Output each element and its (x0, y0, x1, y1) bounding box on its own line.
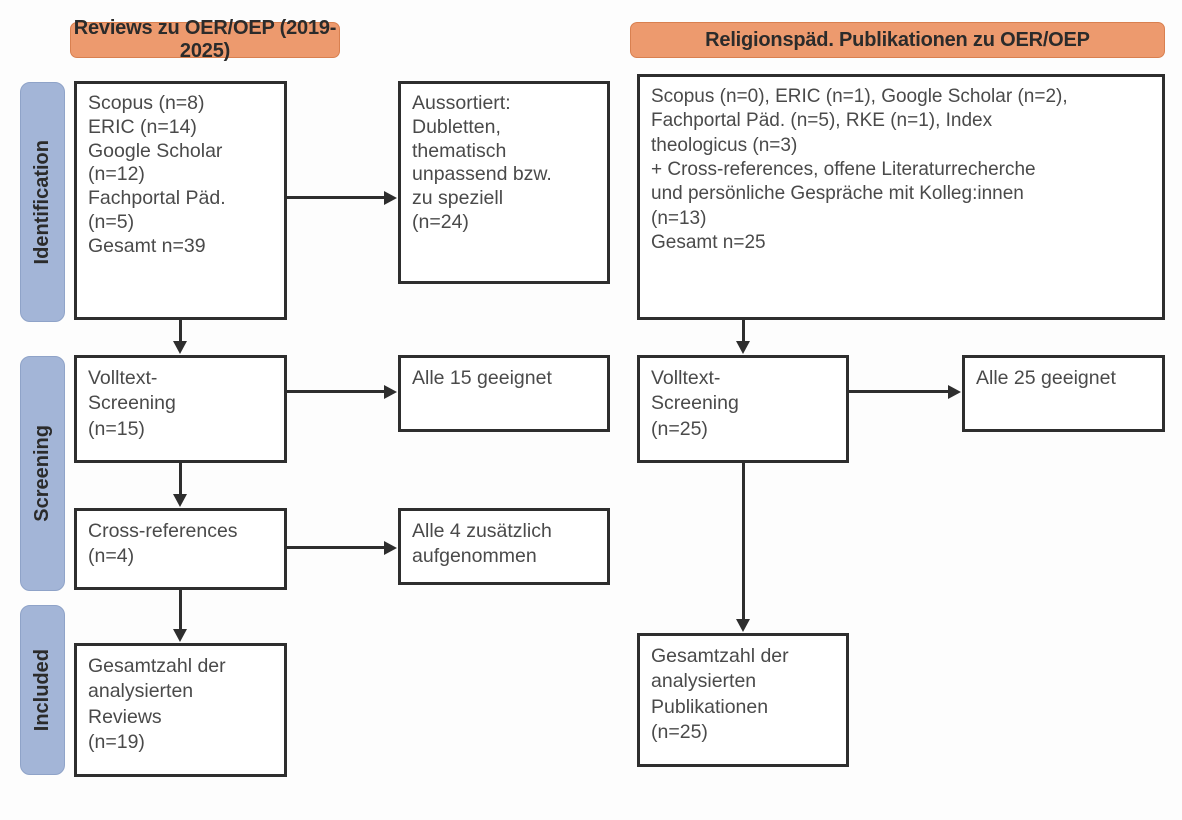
connector-left-screening-to-crossrefs (179, 463, 182, 495)
arrowhead-right-screening-to-eligible (948, 384, 961, 399)
arrowhead-left-crossrefs-to-added (384, 540, 397, 555)
box-left-all-added: Alle 4 zusätzlich aufgenommen (398, 508, 610, 585)
connector-right-sources-to-screening (742, 320, 745, 342)
box-left-all-eligible: Alle 15 geeignet (398, 355, 610, 432)
connector-left-crossrefs-to-included (179, 590, 182, 630)
box-left-excluded: Aussortiert: Dubletten, thematisch unpas… (398, 81, 610, 284)
stage-label-identification: Identification (31, 139, 53, 265)
connector-left-screening-to-eligible (287, 390, 385, 393)
box-left-identification-sources: Scopus (n=8) ERIC (n=14) Google Scholar … (74, 81, 287, 320)
connector-left-sources-to-screening (179, 320, 182, 342)
stage-label-screening: Screening (31, 425, 53, 522)
arrowhead-left-screening-to-eligible (384, 384, 397, 399)
connector-right-screening-to-included (742, 463, 745, 620)
column-header-right: Religionspäd. Publikationen zu OER/OEP (630, 22, 1165, 58)
box-right-all-eligible: Alle 25 geeignet (962, 355, 1165, 432)
box-left-cross-references: Cross-references (n=4) (74, 508, 287, 590)
stage-pill-included: Included (20, 605, 65, 775)
connector-left-sources-to-excluded (287, 196, 385, 199)
arrowhead-left-screening-to-crossrefs (173, 494, 187, 507)
connector-left-crossrefs-to-added (287, 546, 385, 549)
arrowhead-right-screening-to-included (736, 619, 750, 632)
box-right-included-total: Gesamtzahl der analysierten Publikatione… (637, 633, 849, 767)
box-left-fulltext-screening: Volltext- Screening (n=15) (74, 355, 287, 463)
stage-label-included: Included (31, 648, 53, 732)
stage-pill-identification: Identification (20, 82, 65, 322)
arrowhead-left-sources-to-excluded (384, 190, 397, 205)
stage-pill-screening: Screening (20, 356, 65, 591)
column-header-left: Reviews zu OER/OEP (2019-2025) (70, 17, 340, 62)
box-right-identification-sources: Scopus (n=0), ERIC (n=1), Google Scholar… (637, 74, 1165, 320)
arrowhead-left-crossrefs-to-included (173, 629, 187, 642)
box-right-fulltext-screening: Volltext- Screening (n=25) (637, 355, 849, 463)
arrowhead-left-sources-to-screening (173, 341, 187, 354)
connector-right-screening-to-eligible (849, 390, 949, 393)
box-left-included-total: Gesamtzahl der analysierten Reviews (n=1… (74, 643, 287, 777)
arrowhead-right-sources-to-screening (736, 341, 750, 354)
